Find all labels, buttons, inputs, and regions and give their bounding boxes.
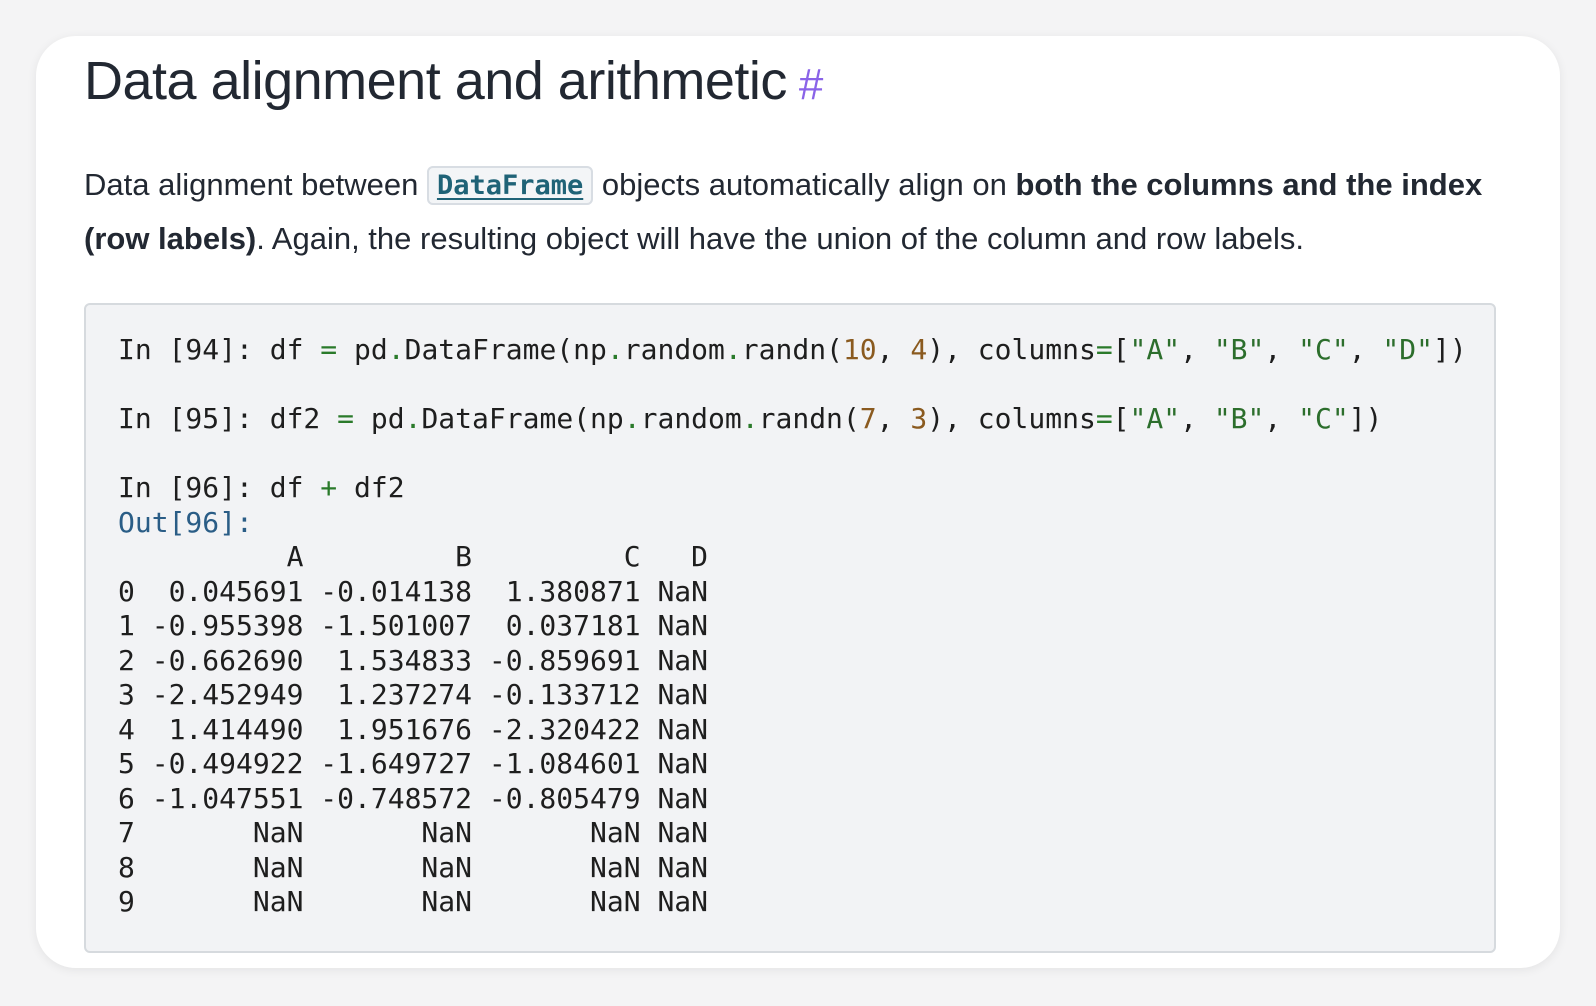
- output-table-header: A B C D: [118, 540, 709, 573]
- output-table-row: 9 NaN NaN NaN NaN: [118, 885, 709, 918]
- code-line-in94: In [94]: df = pd.DataFrame(np.random.ran…: [118, 333, 1467, 366]
- permalink-anchor[interactable]: #: [798, 60, 823, 109]
- paragraph-text-middle: objects automatically align on: [593, 167, 1016, 202]
- description-paragraph: Data alignment between DataFrame objects…: [84, 158, 1512, 265]
- code-line-in96: In [96]: df + df2: [118, 471, 405, 504]
- output-table-row: 3 -2.452949 1.237274 -0.133712 NaN: [118, 678, 709, 711]
- paragraph-text-before: Data alignment between: [84, 167, 427, 202]
- output-table-row: 6 -1.047551 -0.748572 -0.805479 NaN: [118, 781, 709, 815]
- output-table-row: 1 -0.955398 -1.501007 0.037181 NaN: [118, 609, 709, 642]
- output-table-row: 2 -0.662690 1.534833 -0.859691 NaN: [118, 643, 709, 677]
- output-table-row: 7 NaN NaN NaN NaN: [118, 816, 709, 849]
- output-table-row: 8 NaN NaN NaN NaN: [118, 850, 709, 884]
- paragraph-bold-text: both the columns and the index (row labe…: [84, 167, 1483, 256]
- content-card: Data alignment and arithmetic# Data alig…: [36, 36, 1560, 968]
- output-table-row: 0 0.045691 -0.014138 1.380871 NaN: [118, 574, 709, 608]
- output-table-row: 4 1.414490 1.951676 -2.320422 NaN: [118, 712, 709, 746]
- code-block: In [94]: df = pd.DataFrame(np.random.ran…: [84, 303, 1496, 953]
- paragraph-text-after: . Again, the resulting object will have …: [256, 221, 1305, 256]
- dataframe-api-link[interactable]: DataFrame: [426, 166, 594, 205]
- section-heading: Data alignment and arithmetic#: [84, 36, 1512, 120]
- code-line-out96: Out[96]:: [118, 505, 253, 539]
- code-line-in95: In [95]: df2 = pd.DataFrame(np.random.ra…: [118, 402, 1383, 435]
- heading-title: Data alignment and arithmetic: [84, 51, 787, 111]
- output-table-row: 5 -0.494922 -1.649727 -1.084601 NaN: [118, 747, 709, 780]
